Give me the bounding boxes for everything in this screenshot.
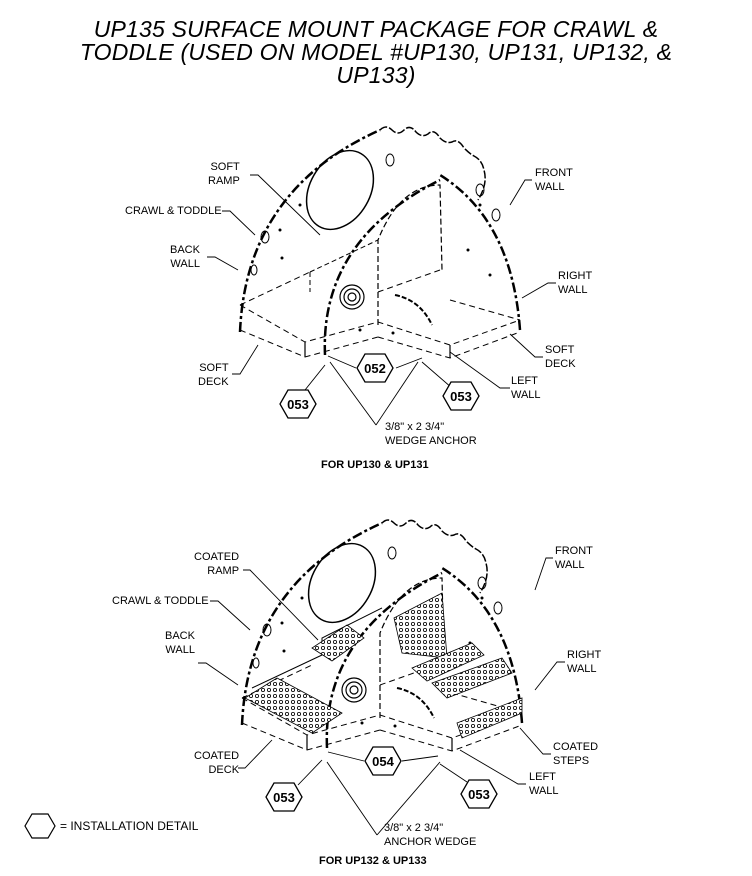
label-line: BACK — [170, 244, 200, 256]
label-back-wall: BACK WALL — [165, 629, 195, 657]
caption-up130-up131: FOR UP130 & UP131 — [321, 459, 429, 471]
label-coated-steps: COATED STEPS — [553, 740, 598, 768]
hexagon-icon — [442, 381, 480, 411]
hexagon-icon — [364, 746, 402, 776]
label-line: COATED — [194, 750, 240, 762]
label-left-wall: LEFT WALL — [511, 374, 541, 402]
label-line: LEFT — [529, 771, 556, 783]
label-line: BACK — [165, 630, 195, 642]
label-back-wall: BACK WALL — [170, 243, 200, 271]
label-soft-deck-right: SOFT DECK — [545, 343, 576, 371]
label-line: WALL — [567, 663, 597, 675]
diagram-up132-up133 — [240, 518, 524, 753]
title-line: TODDLE (USED ON MODEL #UP130, UP131, UP1… — [79, 39, 673, 65]
installation-detail-054[interactable]: 054 — [364, 746, 402, 776]
hexagon-icon — [24, 813, 56, 839]
detail-number: 053 — [468, 786, 490, 802]
label-line: RIGHT — [558, 270, 593, 282]
label-line: COATED — [553, 741, 599, 753]
label-coated-ramp: COATED RAMP — [194, 550, 239, 578]
detail-number: 053 — [273, 789, 295, 805]
detail-number: 052 — [364, 360, 386, 376]
label-front-wall: FRONT WALL — [555, 544, 593, 572]
label-line: SOFT — [545, 344, 575, 356]
label-right-wall: RIGHT WALL — [567, 648, 601, 676]
label-line: 3/8" x 2 3/4" — [384, 822, 444, 834]
label-line: SOFT — [210, 161, 240, 173]
installation-detail-053[interactable]: 053 — [460, 779, 498, 809]
label-line: WALL — [165, 644, 195, 656]
detail-number: 054 — [372, 753, 394, 769]
label-crawl-toddle: CRAWL & TODDLE — [112, 595, 209, 607]
label-line: SOFT — [199, 362, 229, 374]
legend-text: = INSTALLATION DETAIL — [60, 819, 199, 833]
label-soft-deck-left: SOFT DECK — [198, 361, 229, 389]
label-line: DECK — [545, 358, 576, 370]
label-right-wall: RIGHT WALL — [558, 269, 592, 297]
label-line: LEFT — [511, 375, 538, 387]
hexagon-icon — [279, 389, 317, 419]
label-line: RIGHT — [567, 649, 602, 661]
legend: = INSTALLATION DETAIL — [24, 813, 198, 839]
title-line: UP133) — [336, 62, 416, 88]
label-line: WALL — [170, 258, 200, 270]
installation-detail-052[interactable]: 052 — [356, 353, 394, 383]
label-line: FRONT — [555, 545, 593, 557]
installation-detail-053[interactable]: 053 — [265, 782, 303, 812]
installation-detail-053[interactable]: 053 — [279, 389, 317, 419]
label-line: COATED — [194, 551, 240, 563]
label-anchor-wedge: 3/8" x 2 3/4" ANCHOR WEDGE — [384, 821, 476, 849]
label-line: WALL — [555, 559, 585, 571]
label-line: ANCHOR WEDGE — [384, 836, 477, 848]
label-line: WALL — [535, 181, 565, 193]
label-line: WALL — [529, 785, 559, 797]
label-line: FRONT — [535, 167, 573, 179]
label-line: RAMP — [208, 175, 240, 187]
label-coated-deck: COATED DECK — [194, 749, 239, 777]
installation-detail-053[interactable]: 053 — [442, 381, 480, 411]
label-line: WALL — [558, 284, 588, 296]
hexagon-icon — [265, 782, 303, 812]
caption-up132-up133: FOR UP132 & UP133 — [319, 855, 427, 867]
label-crawl-toddle: CRAWL & TODDLE — [125, 205, 222, 217]
detail-number: 053 — [287, 396, 309, 412]
label-line: WEDGE ANCHOR — [385, 435, 477, 447]
label-line: WALL — [511, 389, 541, 401]
label-line: 3/8" x 2 3/4" — [385, 421, 445, 433]
label-line: RAMP — [207, 565, 240, 577]
hexagon-icon — [356, 353, 394, 383]
label-wedge-anchor: 3/8" x 2 3/4" WEDGE ANCHOR — [385, 420, 477, 448]
title-line: UP135 SURFACE MOUNT PACKAGE FOR CRAWL & — [93, 16, 659, 42]
label-line: DECK — [198, 376, 229, 388]
label-line: DECK — [208, 764, 240, 776]
label-soft-ramp: SOFT RAMP — [208, 160, 240, 188]
label-line: STEPS — [553, 755, 590, 767]
detail-number: 053 — [450, 388, 472, 404]
page-title: UP135 SURFACE MOUNT PACKAGE FOR CRAWL & … — [0, 18, 752, 87]
label-left-wall: LEFT WALL — [529, 770, 559, 798]
diagram2-leaders — [198, 557, 565, 836]
diagram-up130-up131 — [207, 125, 556, 426]
label-front-wall: FRONT WALL — [535, 166, 573, 194]
hexagon-icon — [460, 779, 498, 809]
